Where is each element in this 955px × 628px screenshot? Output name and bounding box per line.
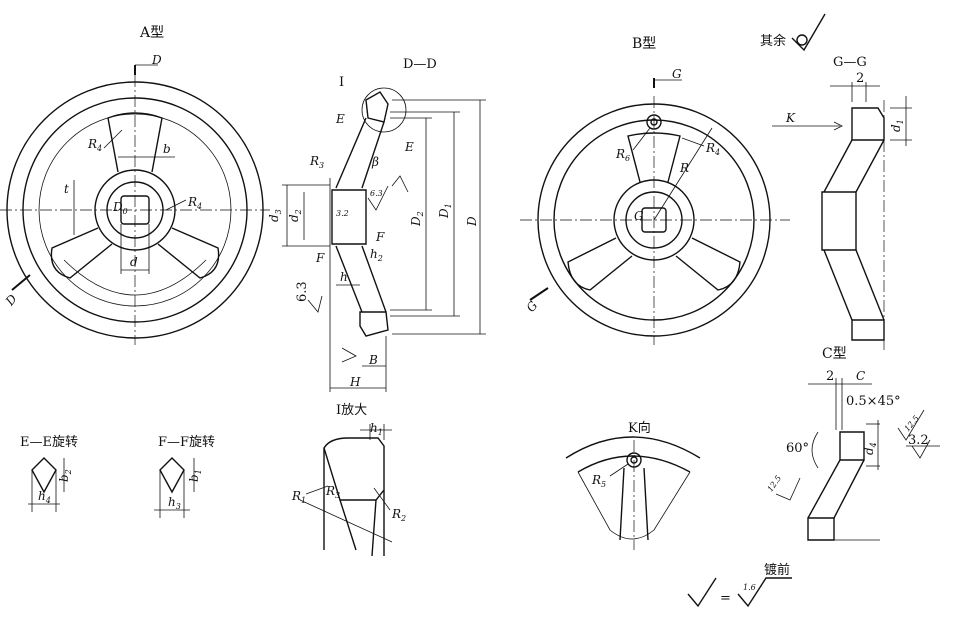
b-section-g-bottom: G	[524, 298, 541, 315]
section-ee-title: E—E旋转	[20, 435, 78, 450]
type-b-front-view: B型 其余 G G R6 R R4 G	[520, 13, 826, 345]
dd-f-left: F	[315, 251, 325, 265]
type-b-title: B型	[632, 36, 656, 52]
detail-i-enlarged: Ⅰ放大 h1 R1 R3 R2	[291, 403, 406, 557]
dd-d2: d2	[287, 209, 303, 222]
detail-i-mark: Ⅰ	[339, 75, 344, 90]
detail-r3: R3	[325, 484, 340, 500]
view-k: K向 R5	[565, 420, 701, 550]
section-dd-view: D—D Ⅰ E E β H B h h2 F F R3 d3 d2	[267, 57, 486, 392]
a-r4-top: R4	[87, 137, 102, 153]
rest-note: 其余	[760, 33, 786, 49]
c-c-label: C	[856, 369, 865, 383]
dd-D1: D1	[437, 203, 453, 219]
c-chamfer: 0.5×45°	[846, 394, 901, 409]
ff-h3: h3	[168, 495, 181, 511]
gg-k: K	[785, 111, 796, 125]
view-k-title: K向	[628, 420, 651, 436]
dd-D2: D2	[409, 211, 425, 227]
dd-b-label: B	[368, 353, 378, 367]
dd-rough-32: 3.2	[336, 209, 349, 218]
detail-r1: R1	[291, 489, 306, 505]
dd-D: D	[465, 216, 479, 227]
ee-b2: b2	[57, 469, 73, 482]
k-r5: R5	[591, 473, 606, 489]
c-two: 2	[826, 369, 834, 384]
a-d-label: d	[130, 255, 138, 269]
type-c-view: C型 2 C 0.5×45° 60° d4 12.5 3.2 12.5	[766, 346, 940, 541]
section-ff-view: F—F旋转 h3 b1	[154, 435, 215, 518]
dd-rough-63-left: 6.3	[295, 281, 310, 302]
plating-equals: =	[720, 591, 731, 606]
a-section-d-top: D	[151, 53, 162, 67]
detail-h1: h1	[370, 421, 383, 437]
detail-r2: R2	[391, 507, 406, 523]
type-c-title: C型	[822, 346, 847, 362]
b-r: R	[679, 161, 689, 175]
dd-e-left: E	[335, 112, 345, 126]
section-dd-title: D—D	[403, 57, 437, 72]
dd-beta: β	[371, 155, 379, 169]
section-ee-view: E—E旋转 h4 b2	[20, 435, 78, 512]
c-rough-32: 3.2	[908, 433, 929, 448]
a-section-d-bottom: D	[2, 292, 20, 309]
b-r4: R4	[705, 141, 720, 157]
dd-d3: d3	[267, 209, 283, 222]
a-r4-right: R4	[187, 195, 202, 211]
dd-rough-63: 6.3	[370, 189, 383, 198]
a-t-label: t	[64, 182, 69, 196]
ff-b1: b1	[187, 469, 203, 482]
b-g-center: G	[634, 209, 644, 223]
c-rough-125-left: 12.5	[766, 474, 784, 494]
plating-rough-16: 1.6	[743, 583, 756, 592]
section-gg-view: G—G 2 K d1	[772, 55, 912, 350]
gg-d1: d1	[889, 119, 905, 132]
type-a-front-view: A型 D D R4 b t D0 R4 d	[0, 25, 270, 345]
detail-i-title: Ⅰ放大	[336, 403, 367, 418]
dd-f-right: F	[375, 230, 385, 244]
dd-h-label: H	[349, 375, 361, 389]
b-r6: R6	[615, 147, 630, 163]
a-b-label: b	[163, 142, 171, 156]
section-gg-title: G—G	[833, 55, 867, 70]
plating-note: = 1.6 镀前	[687, 562, 792, 608]
c-d4: d4	[862, 442, 878, 455]
ee-h4: h4	[38, 489, 51, 505]
dd-e-right: E	[404, 140, 414, 154]
a-d0-label: D0	[112, 200, 128, 216]
dd-r3: R3	[309, 154, 324, 170]
plating-note-text: 镀前	[764, 562, 790, 578]
section-ff-title: F—F旋转	[158, 435, 215, 450]
type-a-title: A型	[139, 25, 164, 41]
b-section-g-top: G	[672, 67, 682, 81]
dd-h-small: h	[340, 270, 348, 284]
c-sixty: 60°	[786, 441, 809, 456]
dd-h2: h2	[370, 247, 383, 263]
gg-two: 2	[856, 71, 864, 86]
